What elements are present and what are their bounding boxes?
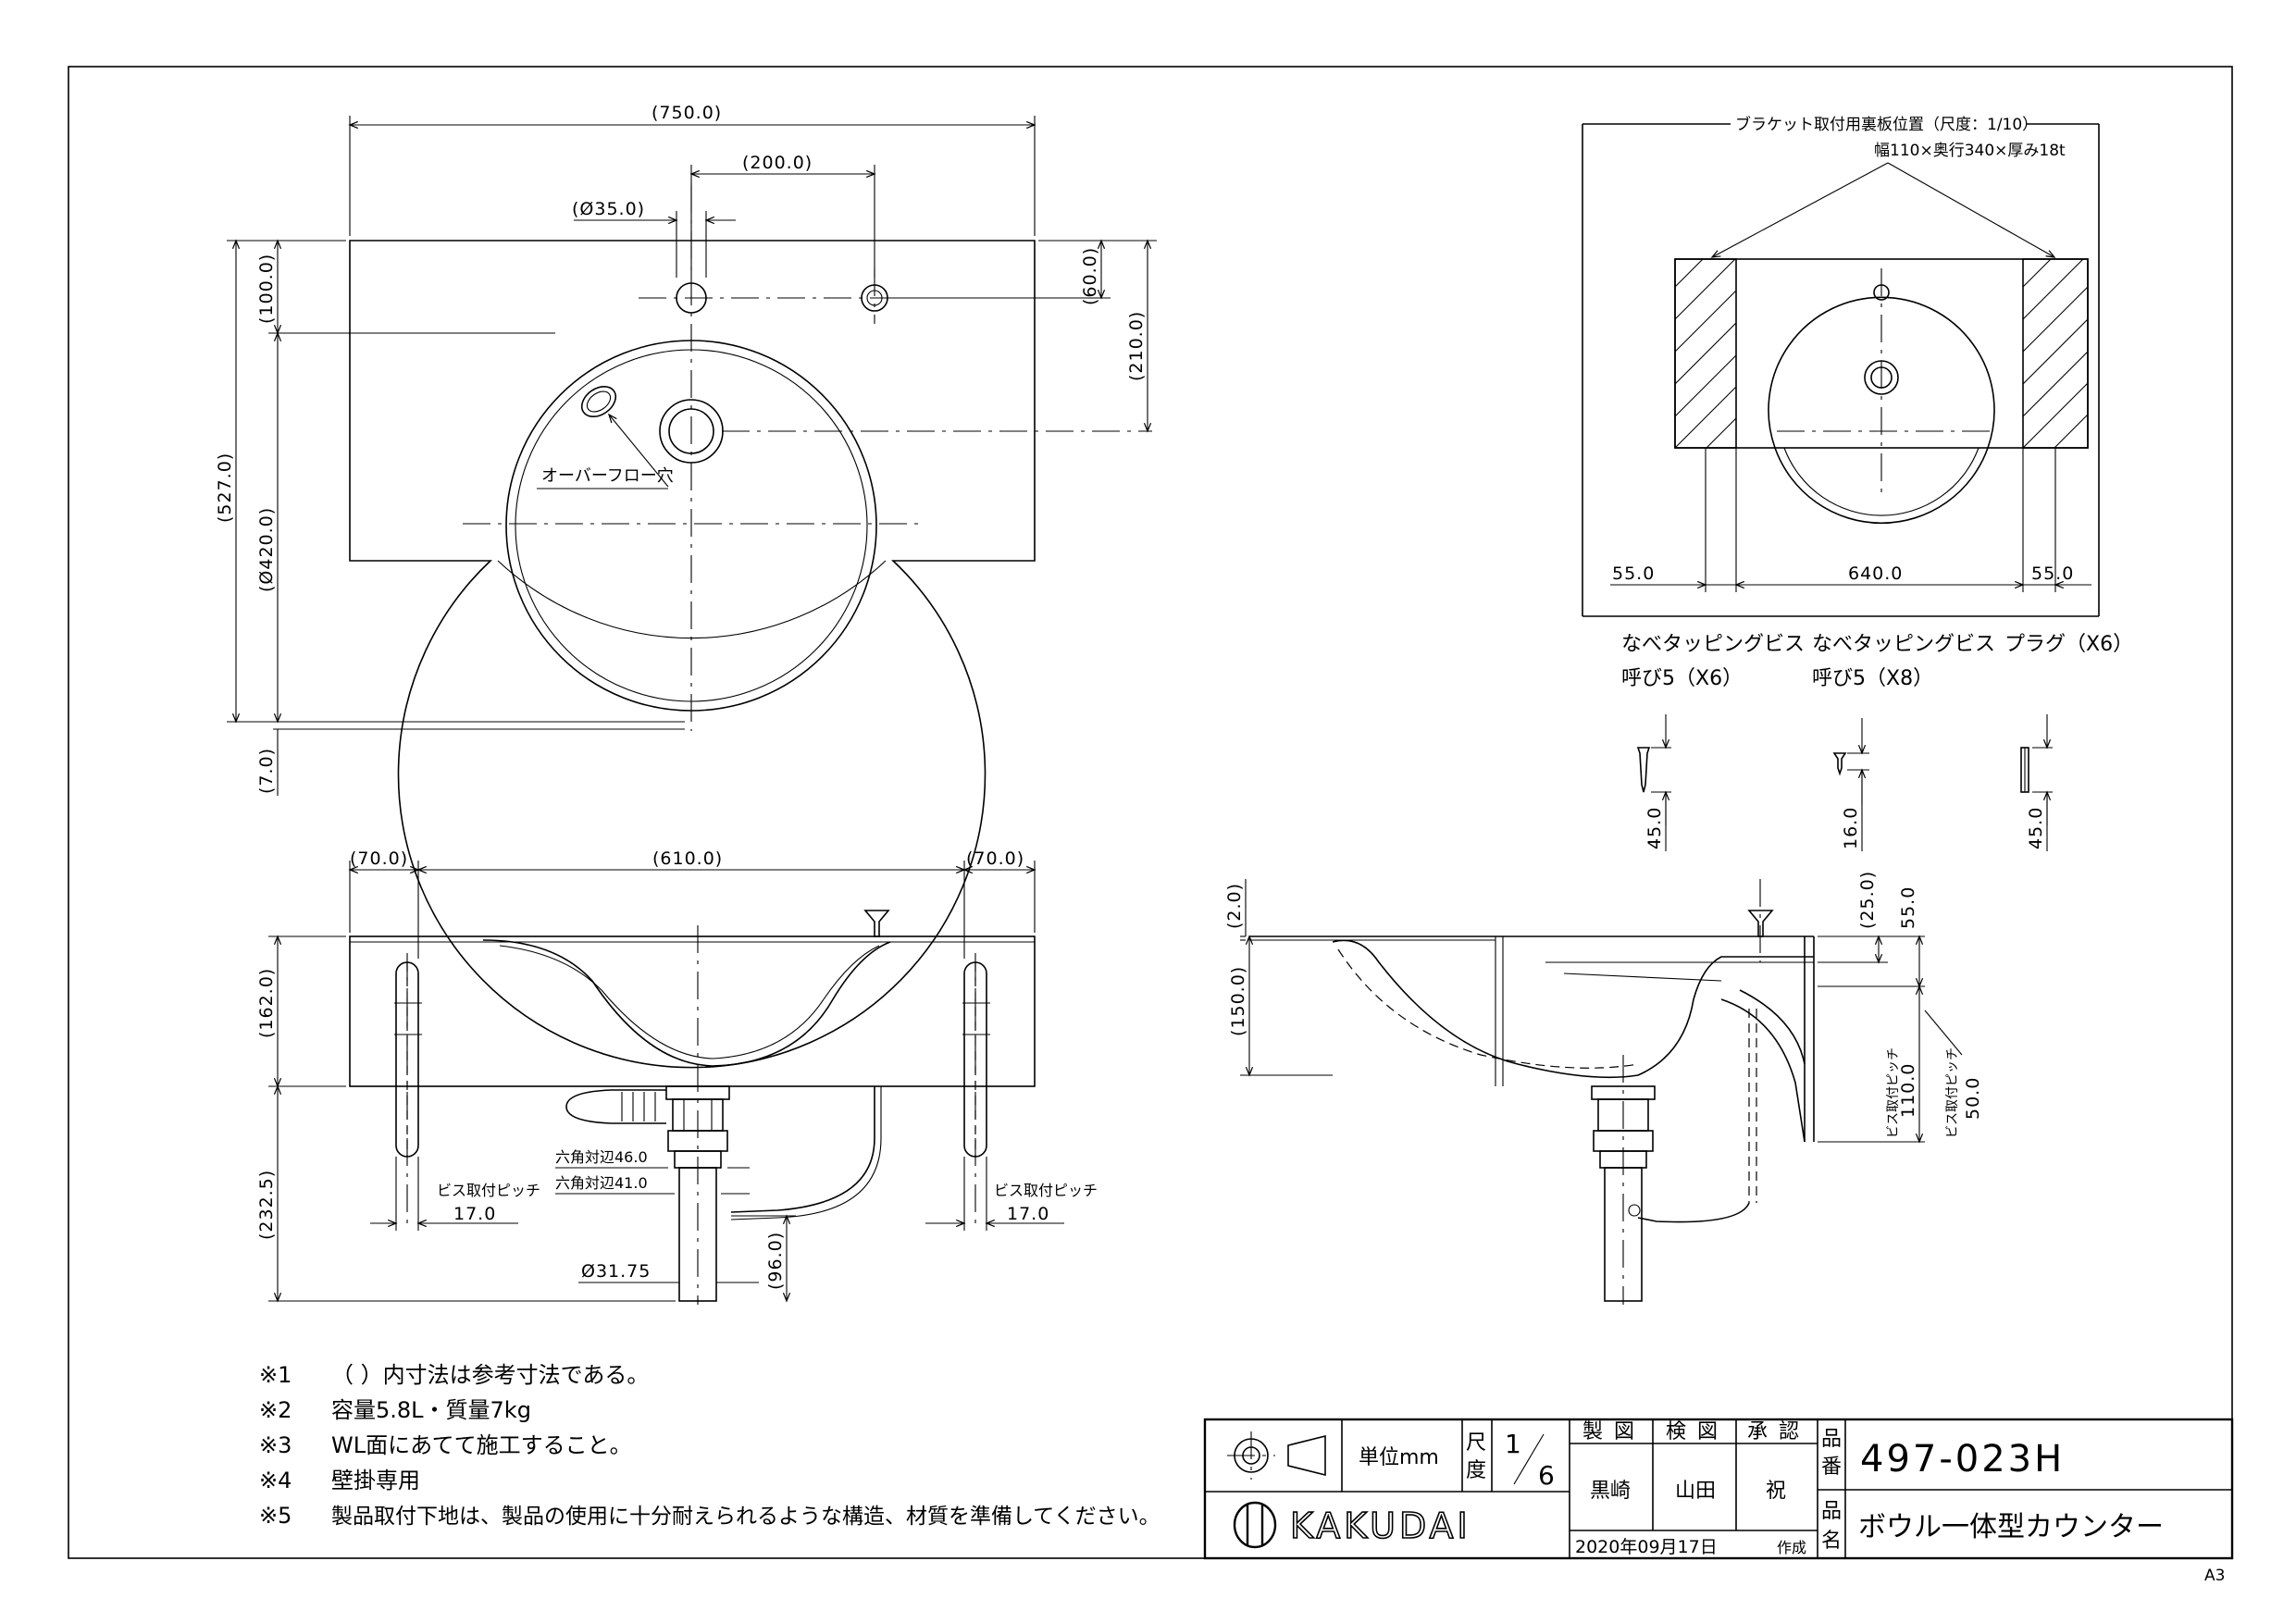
- brand-name: KAKUDAI: [1290, 1505, 1471, 1546]
- made-by: 黒崎: [1590, 1480, 1631, 1503]
- dim-front-middle: (610.0): [652, 849, 723, 869]
- board-spec: 幅110×奥行340×厚み18t: [1874, 142, 2066, 160]
- screw-a-len: 45.0: [1644, 807, 1665, 849]
- screw-pitch-left: 17.0: [453, 1204, 496, 1224]
- dim-side-2: (2.0): [1224, 883, 1245, 929]
- dim-front-left: (70.0): [350, 849, 408, 869]
- screw-a-spec: 呼び5（X6）: [1621, 667, 1743, 690]
- bracket-view: ブラケット取付用裏板位置（尺度：1/10） 幅110×奥行340×厚み18t: [1582, 115, 2100, 617]
- front-view: (70.0) (610.0) (70.0) (162.0) (232.5) ビス…: [256, 849, 1098, 1305]
- projection-symbol-icon: [1227, 1431, 1326, 1480]
- screw-b-spec: 呼び5（X8）: [1812, 667, 1933, 690]
- creation-date-suffix: 作成: [1777, 1539, 1806, 1556]
- note-3-text: WL面にあてて施工すること。: [331, 1432, 632, 1458]
- plug-name: プラグ（X6）: [2004, 633, 2133, 656]
- dim-width: (750.0): [652, 103, 722, 123]
- bracket-dim-left: 55.0: [1612, 564, 1655, 584]
- note-5-text: 製品取付下地は、製品の使用に十分耐えられるような構造、材質を準備してください。: [331, 1505, 1160, 1529]
- side-view: (2.0) (150.0) (25.0) 55.0 ビス取付ピッチ 110.0 …: [1224, 871, 1983, 1305]
- note-1-mark: ※1: [259, 1362, 292, 1388]
- note-4-text: 壁掛専用: [331, 1468, 420, 1493]
- note-1-text: （ ）内寸法は参考寸法である。: [331, 1362, 649, 1388]
- note-5-mark: ※5: [259, 1503, 292, 1529]
- overflow-hole-inner: [586, 390, 612, 413]
- dim-side-25: (25.0): [1857, 871, 1878, 929]
- screw-pitch-right: 17.0: [1007, 1204, 1049, 1224]
- dim-hole-offset: (60.0): [1080, 247, 1100, 305]
- hatch-left: [1674, 258, 1737, 449]
- screw-pitch-side-a: 110.0: [1898, 1063, 1918, 1118]
- dim-hole-pitch: (200.0): [742, 153, 813, 173]
- screw-pitch-side-label-a: ビス取付ピッチ: [1886, 1047, 1901, 1138]
- dim-front-right: (70.0): [966, 849, 1024, 869]
- screw-pitch-side-b: 50.0: [1963, 1077, 1983, 1120]
- hatch-right: [2022, 258, 2089, 449]
- note-4-mark: ※4: [259, 1468, 292, 1493]
- pipe-dia-label: Ø31.75: [581, 1261, 651, 1282]
- part-no: 497-023H: [1860, 1438, 2065, 1481]
- popup-knob: [863, 910, 890, 937]
- note-2-text: 容量5.8L・質量7kg: [331, 1397, 531, 1423]
- screw-b-icon: [1832, 752, 1847, 776]
- drain-pipe: [678, 1167, 717, 1302]
- approved-label: 承認: [1747, 1420, 1810, 1443]
- scale-label-1: 尺: [1466, 1431, 1486, 1455]
- dim-lip: (7.0): [256, 748, 277, 794]
- made-label: 製図: [1582, 1420, 1645, 1443]
- kakudai-logo-icon: [1233, 1501, 1277, 1549]
- hex-41-label: 六角対辺41.0: [555, 1174, 648, 1192]
- bracket-title: ブラケット取付用裏板位置（尺度：1/10）: [1735, 115, 2038, 134]
- part-name-label-2: 名: [1821, 1530, 1842, 1553]
- sheet-size: A3: [2204, 1567, 2225, 1585]
- scale-num: 1: [1505, 1429, 1521, 1459]
- dim-drain-pos: (210.0): [1126, 311, 1147, 381]
- plan-view: オーバーフロー穴 (750.0) (200.0) (Ø35.0) (60.0) …: [215, 103, 1157, 1069]
- hardware-list: なべタッピングビス 呼び5（X6） なべタッピングビス 呼び5（X8） プラグ（…: [1621, 633, 2133, 851]
- part-name: ボウル一体型カウンター: [1858, 1511, 2164, 1543]
- overflow-label: オーバーフロー穴: [541, 466, 674, 486]
- screw-pitch-label-right: ビス取付ピッチ: [994, 1182, 1098, 1199]
- plug-len: 45.0: [2026, 807, 2046, 849]
- checked-by: 山田: [1675, 1480, 1716, 1503]
- overflow-hole: [580, 385, 617, 418]
- checked-label: 検図: [1666, 1420, 1729, 1443]
- screw-pitch-side-label-b: ビス取付ピッチ: [1945, 1047, 1960, 1138]
- dim-front-height: (162.0): [256, 968, 277, 1038]
- bracket-dim-right: 55.0: [2031, 564, 2074, 584]
- hex-46-label: 六角対辺46.0: [555, 1148, 648, 1166]
- bowl-section-front: [482, 939, 891, 1067]
- dim-side-150: (150.0): [1228, 966, 1248, 1036]
- screw-a-icon: [1636, 747, 1651, 793]
- part-name-label-1: 品: [1821, 1500, 1842, 1523]
- dim-front-below: (232.5): [256, 1170, 277, 1240]
- screw-b-name: なべタッピングビス: [1812, 633, 1995, 656]
- dim-96: (96.0): [765, 1232, 786, 1290]
- dim-bowl-dia: (Ø420.0): [256, 507, 277, 592]
- part-no-label-1: 品: [1821, 1428, 1842, 1451]
- unit-label: 単位mm: [1359, 1446, 1439, 1469]
- dim-total-depth: (527.0): [215, 452, 235, 523]
- screw-pitch-label-left: ビス取付ピッチ: [437, 1182, 540, 1199]
- notes: ※1 （ ）内寸法は参考寸法である。 ※2 容量5.8L・質量7kg ※3 WL…: [259, 1362, 1160, 1529]
- title-block: 単位mm 尺 度 1 6 KAKUDAI 製図 検図 承認 黒崎 山田 祝 20…: [1203, 1418, 2234, 1560]
- screw-a-name: なべタッピングビス: [1621, 633, 1805, 656]
- sheet-frame: [68, 66, 2233, 1559]
- creation-date: 2020年09月17日: [1575, 1537, 1718, 1557]
- part-no-label-2: 番: [1821, 1456, 1842, 1479]
- approved-by: 祝: [1766, 1480, 1786, 1503]
- dim-top-margin: (100.0): [256, 254, 277, 324]
- dim-hole-dia: (Ø35.0): [572, 199, 645, 219]
- scale-den: 6: [1538, 1460, 1555, 1491]
- counter-outline: [349, 240, 1036, 1069]
- note-3-mark: ※3: [259, 1432, 292, 1458]
- dim-side-55: 55.0: [1898, 886, 1918, 929]
- note-2-mark: ※2: [259, 1397, 292, 1423]
- scale-label-2: 度: [1466, 1459, 1486, 1482]
- screw-b-len: 16.0: [1841, 807, 1861, 849]
- bracket-dim-middle: 640.0: [1848, 564, 1903, 584]
- bowl-section-side: [1332, 939, 1814, 1079]
